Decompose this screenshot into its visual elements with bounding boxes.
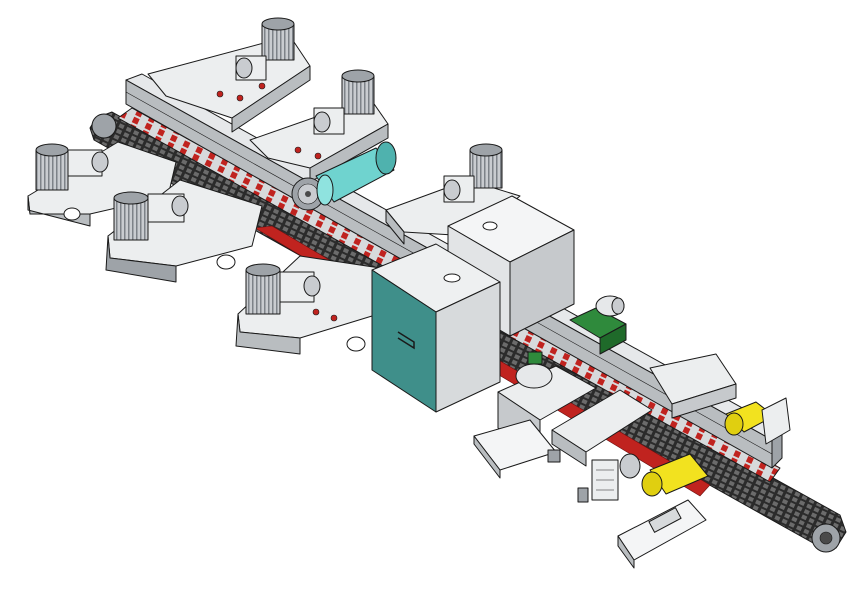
motor-icon (235, 57, 253, 79)
station-6-motor (443, 143, 503, 203)
right-adjuster (551, 353, 737, 467)
station-3-motor (35, 143, 109, 191)
grey-cabinet-side (509, 229, 575, 337)
station-2 (249, 69, 389, 183)
station-5 (235, 255, 381, 355)
wheel-icon (63, 207, 81, 221)
station-2-motor (313, 69, 375, 135)
feed-tray (473, 419, 561, 479)
station-4 (105, 179, 263, 283)
station-1-motor (235, 17, 295, 81)
teal-cabinet-handle (397, 331, 415, 350)
teal-cabinet (371, 243, 501, 413)
station-4-motor (113, 191, 189, 241)
station-5-motor (245, 263, 321, 315)
cyan-motor-icon (316, 174, 334, 206)
lower-motor-icon (515, 363, 553, 389)
gearbox-icon (313, 111, 331, 133)
station-1 (147, 17, 311, 133)
chain-sprocket-start (91, 113, 117, 139)
base-plate (617, 499, 707, 569)
end-bracket (761, 397, 791, 445)
clamp-mechanism (577, 453, 641, 503)
teal-cabinet-side (435, 281, 501, 413)
saw-unit (291, 141, 397, 211)
green-control-unit (569, 295, 627, 355)
